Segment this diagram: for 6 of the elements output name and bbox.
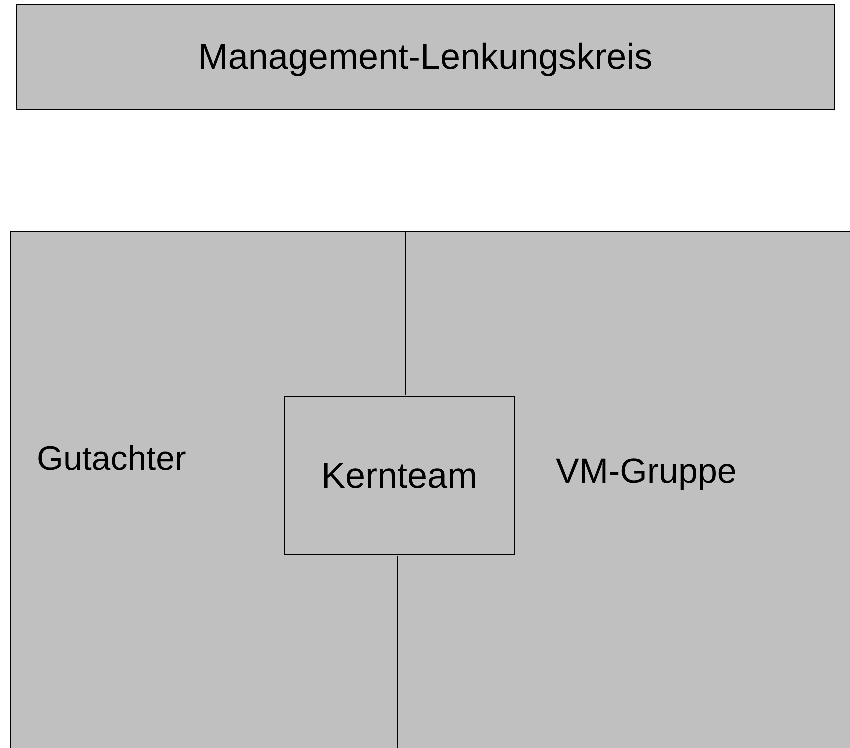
node-label: VM-Gruppe [556,454,737,489]
node-label: Management-Lenkungskreis [198,39,653,75]
node-label: Kernteam [321,458,478,494]
process-box [284,396,515,555]
node-label: Gutachter [37,442,186,476]
process-box [16,4,835,110]
